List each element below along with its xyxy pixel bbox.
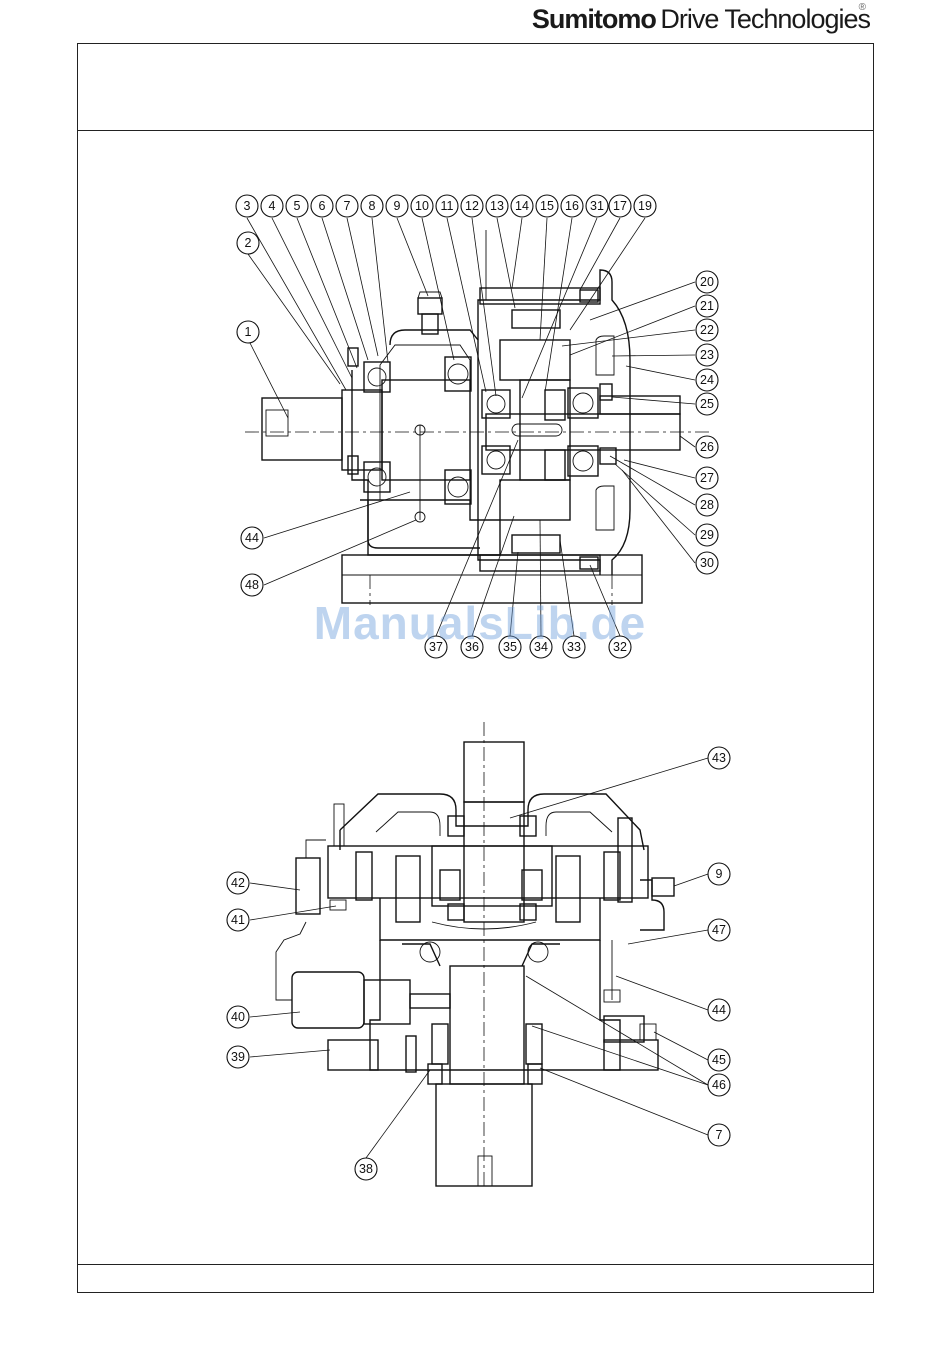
callout-6: 6 xyxy=(311,195,333,217)
svg-text:17: 17 xyxy=(613,199,627,213)
svg-text:9: 9 xyxy=(716,867,723,881)
callout-10: 10 xyxy=(411,195,433,217)
svg-text:39: 39 xyxy=(231,1050,245,1064)
svg-text:12: 12 xyxy=(465,199,479,213)
svg-text:10: 10 xyxy=(415,199,429,213)
callout-47: 47 xyxy=(708,919,730,941)
svg-text:20: 20 xyxy=(700,275,714,289)
svg-text:43: 43 xyxy=(712,751,726,765)
svg-text:22: 22 xyxy=(700,323,714,337)
svg-text:7: 7 xyxy=(344,199,351,213)
callout-39: 39 xyxy=(227,1046,249,1068)
svg-text:19: 19 xyxy=(638,199,652,213)
svg-text:46: 46 xyxy=(712,1078,726,1092)
callout-22: 22 xyxy=(696,319,718,341)
callout-19: 19 xyxy=(634,195,656,217)
svg-text:1: 1 xyxy=(245,325,252,339)
svg-text:26: 26 xyxy=(700,440,714,454)
svg-text:13: 13 xyxy=(490,199,504,213)
svg-text:24: 24 xyxy=(700,373,714,387)
callout-48: 48 xyxy=(241,574,263,596)
callout-38: 38 xyxy=(355,1158,377,1180)
callout-7: 7 xyxy=(336,195,358,217)
callout-24: 24 xyxy=(696,369,718,391)
callout-40: 40 xyxy=(227,1006,249,1028)
svg-text:11: 11 xyxy=(441,199,454,213)
callout-41: 41 xyxy=(227,909,249,931)
callout-13: 13 xyxy=(486,195,508,217)
callout-15: 15 xyxy=(536,195,558,217)
svg-text:2: 2 xyxy=(245,236,252,250)
callout-27: 27 xyxy=(696,467,718,489)
svg-text:42: 42 xyxy=(231,876,245,890)
svg-text:7: 7 xyxy=(716,1128,723,1142)
callout-46: 46 xyxy=(708,1074,730,1096)
horizontal-section-leaders xyxy=(247,218,695,636)
callout-12: 12 xyxy=(461,195,483,217)
svg-text:44: 44 xyxy=(245,531,259,545)
callout-9-lower: 9 xyxy=(708,863,730,885)
svg-text:15: 15 xyxy=(540,199,554,213)
svg-text:21: 21 xyxy=(700,299,714,313)
svg-text:27: 27 xyxy=(700,471,714,485)
svg-text:14: 14 xyxy=(515,199,529,213)
svg-text:38: 38 xyxy=(359,1162,373,1176)
callout-17: 17 xyxy=(609,195,631,217)
watermark: ManualsLib.de xyxy=(290,596,670,650)
callout-2: 2 xyxy=(237,232,259,254)
svg-text:25: 25 xyxy=(700,397,714,411)
callout-14: 14 xyxy=(511,195,533,217)
svg-text:3: 3 xyxy=(244,199,251,213)
callout-23: 23 xyxy=(696,344,718,366)
svg-text:4: 4 xyxy=(269,199,276,213)
callout-31: 31 xyxy=(586,195,608,217)
svg-text:16: 16 xyxy=(565,199,579,213)
svg-text:48: 48 xyxy=(245,578,259,592)
callout-26: 26 xyxy=(696,436,718,458)
svg-text:45: 45 xyxy=(712,1053,726,1067)
svg-text:30: 30 xyxy=(700,556,714,570)
callout-28: 28 xyxy=(696,494,718,516)
svg-text:8: 8 xyxy=(369,199,376,213)
callout-25: 25 xyxy=(696,393,718,415)
vertical-section-callouts: 43 9 42 41 47 40 44 39 45 46 7 38 xyxy=(227,747,730,1180)
callout-44-lower: 44 xyxy=(708,999,730,1021)
callout-45: 45 xyxy=(708,1049,730,1071)
svg-text:40: 40 xyxy=(231,1010,245,1024)
callout-29: 29 xyxy=(696,524,718,546)
callout-3: 3 xyxy=(236,195,258,217)
horizontal-section-callouts: 3 4 5 6 7 8 9 10 11 12 13 14 15 16 31 17… xyxy=(236,195,718,658)
callout-30: 30 xyxy=(696,552,718,574)
callout-11: 11 xyxy=(436,195,458,217)
svg-text:23: 23 xyxy=(700,348,714,362)
callout-9: 9 xyxy=(386,195,408,217)
callout-42: 42 xyxy=(227,872,249,894)
svg-text:29: 29 xyxy=(700,528,714,542)
callout-7-lower: 7 xyxy=(708,1124,730,1146)
callout-1: 1 xyxy=(237,321,259,343)
vertical-section-leaders xyxy=(250,758,708,1158)
vertical-section-drawing xyxy=(276,722,674,1190)
svg-text:9: 9 xyxy=(394,199,401,213)
svg-text:6: 6 xyxy=(319,199,326,213)
svg-text:41: 41 xyxy=(231,913,245,927)
svg-text:44: 44 xyxy=(712,1003,726,1017)
callout-8: 8 xyxy=(361,195,383,217)
callout-16: 16 xyxy=(561,195,583,217)
callout-20: 20 xyxy=(696,271,718,293)
svg-text:31: 31 xyxy=(590,199,604,213)
svg-text:47: 47 xyxy=(712,923,726,937)
horizontal-section-drawing xyxy=(245,230,712,605)
callout-4: 4 xyxy=(261,195,283,217)
callout-21: 21 xyxy=(696,295,718,317)
callout-5: 5 xyxy=(286,195,308,217)
callout-43: 43 xyxy=(708,747,730,769)
svg-text:5: 5 xyxy=(294,199,301,213)
svg-text:28: 28 xyxy=(700,498,714,512)
callout-44: 44 xyxy=(241,527,263,549)
